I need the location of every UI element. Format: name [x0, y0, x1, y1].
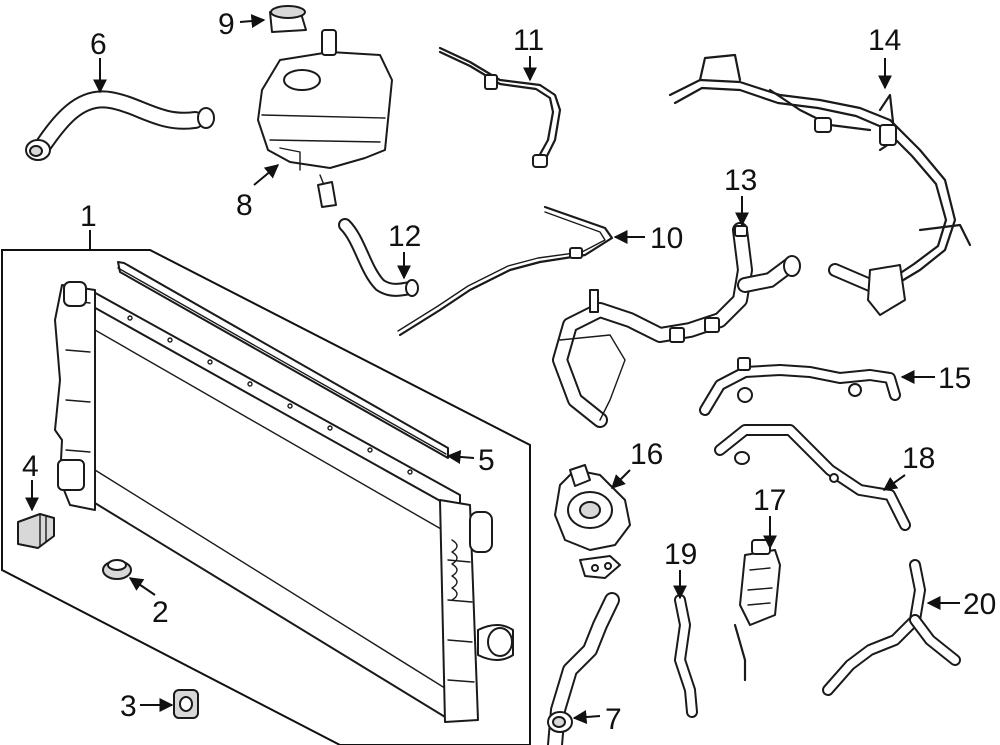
part-12-hose: [338, 218, 419, 297]
part-8-coolant-reservoir: [257, 29, 393, 208]
callout-16: 16: [630, 438, 663, 471]
part-10-vent-tube: [397, 205, 614, 337]
radiator-assembly-frame: [0, 249, 531, 745]
callout-3: 3: [120, 690, 137, 723]
callout-18: 18: [902, 442, 935, 475]
callout-10: 10: [650, 222, 683, 255]
part-13-hose-assembly: [552, 222, 801, 428]
callout-14: 14: [868, 24, 901, 57]
part-15-hose-assembly: [699, 357, 901, 416]
leader-5: [446, 449, 475, 464]
part-18-hose: [714, 424, 911, 531]
leader-16: [611, 469, 631, 489]
callout-20: 20: [963, 588, 996, 621]
callout-19: 19: [664, 538, 697, 571]
part-4-drain-plug: [17, 513, 55, 549]
leader-7: [572, 710, 601, 725]
part-14-tube-assembly: [668, 53, 972, 316]
callout-1: 1: [80, 200, 97, 233]
part-9-reservoir-cap: [269, 5, 307, 33]
callout-2: 2: [152, 596, 169, 629]
part-16-auxiliary-pump: [554, 464, 631, 579]
callout-7: 7: [605, 703, 622, 736]
callout-15: 15: [938, 362, 971, 395]
part-2-grommet: [102, 559, 132, 580]
callout-9: 9: [218, 8, 235, 41]
part-11-tube: [438, 46, 562, 168]
callout-8: 8: [236, 189, 253, 222]
leader-lines: [25, 14, 960, 725]
callout-6: 6: [90, 28, 107, 61]
leader-8: [253, 164, 280, 186]
part-3-bushing: [173, 689, 199, 719]
callout-5: 5: [478, 444, 495, 477]
part-7-hose: [547, 592, 620, 745]
leader-9: [239, 14, 266, 29]
callout-labels: 1 2 3 4 5 6 7 8 9 10 11 12 13 14 15 16 1…: [22, 8, 996, 736]
callout-13: 13: [724, 164, 757, 197]
callout-11: 11: [513, 24, 544, 57]
radiator: [54, 281, 514, 723]
callout-17: 17: [753, 484, 786, 517]
leader-18: [882, 474, 906, 491]
leader-2: [128, 577, 156, 596]
part-17-valve-bracket: [733, 539, 781, 682]
callout-4: 4: [22, 450, 39, 483]
part-19-hose: [674, 594, 698, 718]
callout-12: 12: [388, 220, 421, 253]
part-6-hose: [25, 90, 215, 161]
part-20-hose: [822, 559, 961, 696]
